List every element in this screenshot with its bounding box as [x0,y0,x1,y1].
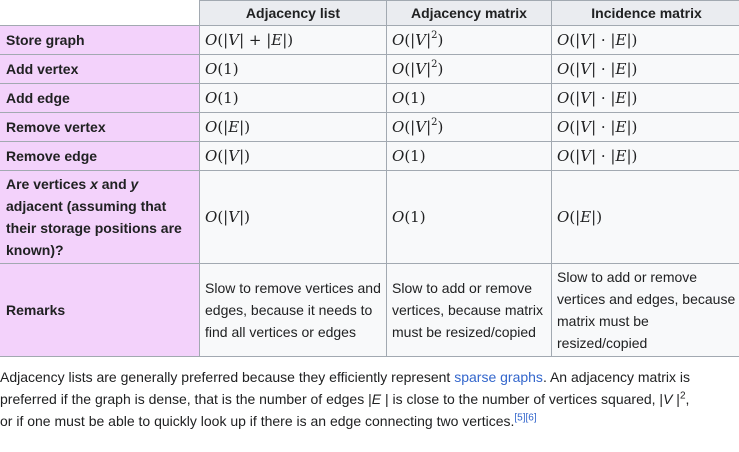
row-remove-vertex: Remove vertex O(|E|) O(|V|2) O(|V| · |E|… [0,112,739,142]
row-store-graph: Store graph O(|V| + |E|) O(|V|2) O(|V| ·… [0,25,739,55]
header-corner [0,0,200,26]
row-label: Store graph [0,25,200,55]
math-formula: O(|E|) [205,118,251,136]
reference-link[interactable]: [5][6] [514,412,537,424]
cell-adjacency-matrix: O(|V|2) [386,25,552,55]
text: Adjacency lists are generally preferred … [0,369,455,385]
cell-adjacency-list: O(|E|) [199,112,387,142]
description-paragraph: Adjacency lists are generally preferred … [0,366,700,432]
math-formula: O(|E|) [557,208,603,226]
cell-incidence-matrix: O(|V| · |E|) [551,25,739,55]
row-remarks: Remarks Slow to remove vertices and edge… [0,263,739,357]
row-adjacent-query: Are vertices x and y adjacent (assuming … [0,170,739,264]
row-label: Are vertices x and y adjacent (assuming … [0,170,200,264]
math-formula: O(|V| · |E|) [557,118,638,136]
row-label: Add edge [0,83,200,113]
math-formula: O(1) [205,89,239,107]
cell-adjacency-list: O(1) [199,83,387,113]
text: | is close to the number of vertices squ… [381,391,664,407]
label-part: and [97,176,131,192]
row-add-edge: Add edge O(1) O(1) O(|V| · |E|) [0,83,739,113]
row-label: Add vertex [0,54,200,84]
math-formula: O(1) [392,208,426,226]
cell-adjacency-list: O(|V|) [199,141,387,171]
cell-incidence-matrix: O(|V| · |E|) [551,83,739,113]
cell-incidence-matrix: O(|E|) [551,170,739,264]
cell-incidence-matrix: O(|V| · |E|) [551,54,739,84]
text: , or if one must be able to quickly look… [0,391,690,429]
math-formula: O(|V|2) [392,30,444,50]
complexity-table: Adjacency list Adjacency matrix Incidenc… [0,0,739,357]
math-formula: O(1) [392,147,426,165]
var-e: E [371,391,382,407]
header-adjacency-matrix[interactable]: Adjacency matrix [386,0,552,26]
header-adjacency-list[interactable]: Adjacency list [199,0,387,26]
math-formula: O(|V| + |E|) [205,31,294,49]
math-formula: O(|V| · |E|) [557,147,638,165]
cell-adjacency-list: O(|V|) [199,170,387,264]
cell-adjacency-matrix: O(|V|2) [386,54,552,84]
cell-incidence-matrix: O(|V| · |E|) [551,141,739,171]
var-x: x [90,176,98,192]
var-y: y [130,176,139,192]
cell-incidence-matrix: Slow to add or remove vertices and edges… [551,263,739,357]
sparse-graphs-link[interactable]: sparse graphs [454,369,543,385]
reference-links: [5][6] [514,412,536,423]
math-formula: O(|V|) [205,208,250,226]
row-label: Remove vertex [0,112,200,142]
cell-adjacency-list: O(|V| + |E|) [199,25,387,55]
cell-adjacency-matrix: O(|V|2) [386,112,552,142]
row-label: Remarks [0,263,200,357]
row-remove-edge: Remove edge O(|V|) O(1) O(|V| · |E|) [0,141,739,171]
row-label: Remove edge [0,141,200,171]
row-add-vertex: Add vertex O(1) O(|V|2) O(|V| · |E|) [0,54,739,84]
math-formula: O(1) [392,89,426,107]
cell-adjacency-matrix: Slow to add or remove vertices, because … [386,263,552,357]
cell-adjacency-list: Slow to remove vertices and edges, becau… [199,263,387,357]
label-part: Are vertices [6,176,91,192]
cell-adjacency-list: O(1) [199,54,387,84]
math-formula: O(|V| · |E|) [557,31,638,49]
math-formula: O(|V|) [205,147,250,165]
exponent: 2 [679,390,686,402]
math-formula: O(1) [205,60,239,78]
text: . An adjacency matrix is preferred if th… [0,369,690,407]
var-v: V [663,391,673,407]
text: | [672,391,680,407]
cell-adjacency-matrix: O(1) [386,83,552,113]
math-formula: O(|V| · |E|) [557,89,638,107]
cell-incidence-matrix: O(|V| · |E|) [551,112,739,142]
math-formula: O(|V|2) [392,117,444,137]
math-formula: O(|V|2) [392,59,444,79]
cell-adjacency-matrix: O(1) [386,141,552,171]
label-part: adjacent (assuming that their storage po… [6,198,182,258]
header-row: Adjacency list Adjacency matrix Incidenc… [0,0,739,26]
header-incidence-matrix[interactable]: Incidence matrix [551,0,739,26]
math-formula: O(|V| · |E|) [557,60,638,78]
cell-adjacency-matrix: O(1) [386,170,552,264]
